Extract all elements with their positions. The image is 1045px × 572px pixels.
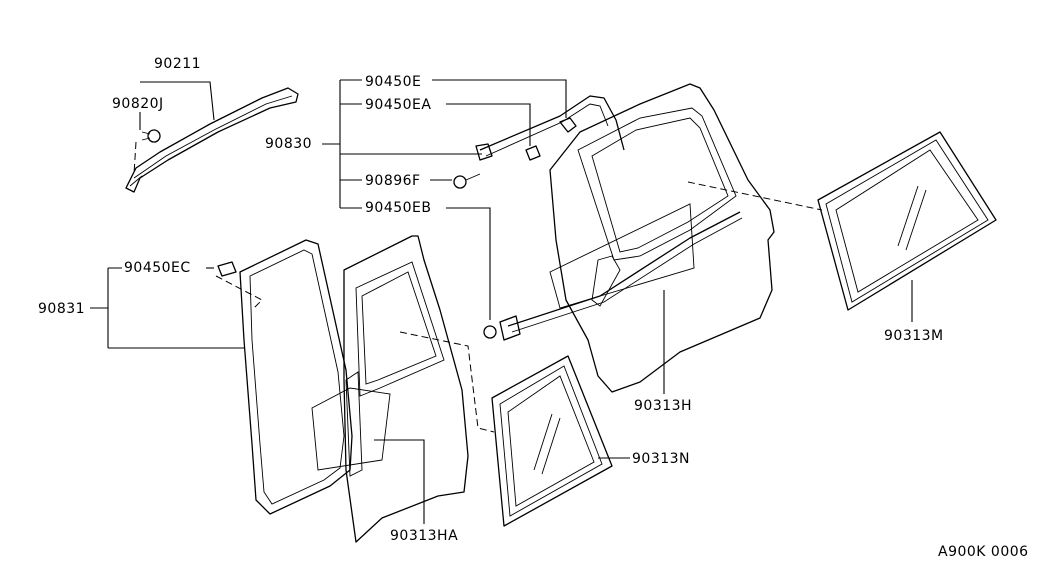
callout-90313n: 90313N [632, 451, 690, 467]
callout-90313ha: 90313HA [390, 528, 458, 544]
callout-90820j: 90820J [112, 96, 164, 112]
door-weatherstrip [239, 239, 353, 515]
clip-part-90450eb [483, 315, 521, 341]
quarter-glass-90313m [817, 131, 997, 311]
callout-90211: 90211 [154, 56, 201, 72]
rear-side-body-panel [549, 83, 775, 393]
leader-90450eb [446, 207, 491, 320]
leader-90831 [90, 267, 244, 349]
callout-90313m: 90313M [884, 328, 944, 344]
leader-90211 [140, 81, 215, 121]
leader-90313n-dash [399, 331, 495, 433]
quarter-glass-90313n [491, 355, 613, 527]
side-molding-strip [479, 95, 743, 333]
rear-door-panel [311, 235, 469, 543]
clip-part-90450ec [217, 261, 237, 277]
leader-90450e [432, 79, 567, 118]
callout-90313h: 90313H [634, 398, 692, 414]
leader-90450ea [446, 103, 531, 146]
callout-90896f: 90896F [365, 173, 421, 189]
diagram-code: A900K 0006 [938, 544, 1029, 560]
leader-90820j-dash [133, 141, 137, 175]
leader-90450ec-dash [215, 275, 263, 311]
callout-90450eb: 90450EB [365, 200, 432, 216]
fastener-part-90896f [453, 173, 481, 189]
clip-part-90450ea [525, 145, 541, 161]
clip-part-90830 [475, 143, 493, 161]
clip-part-90820j [141, 129, 161, 143]
leader-90830-bracket [322, 79, 482, 209]
leader-90313ha [374, 439, 425, 524]
callout-90450ea: 90450EA [365, 97, 431, 113]
callout-90450ec: 90450EC [124, 260, 191, 276]
clip-part-90450e [559, 117, 577, 133]
leader-90313m-dash [687, 181, 823, 211]
callout-90450e: 90450E [365, 74, 421, 90]
callout-90830: 90830 [265, 136, 312, 152]
callout-90831: 90831 [38, 301, 85, 317]
roof-molding-part [125, 87, 299, 193]
